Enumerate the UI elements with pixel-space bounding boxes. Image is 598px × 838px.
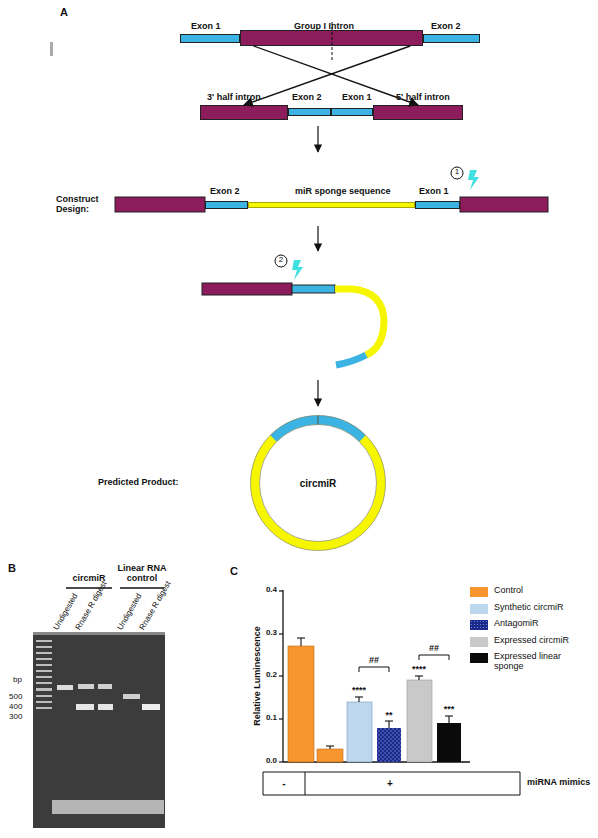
label-text: 300 [9,713,22,722]
label-text: **** [404,665,434,675]
sequence-bar: Exon 1 [180,34,240,43]
sequence-bar: Exon 2 [205,201,248,209]
node-label: Exon 2 [431,22,461,32]
label-text: 0.4 [247,586,277,595]
label-text: miRNA mimics [527,778,590,788]
sequence-bar: Exon 2 [288,108,331,116]
legend-text: Expressed circmiR [494,636,578,646]
label-text: A [60,6,68,18]
legend-text: AntagomiR [494,619,578,629]
label-text: 1 [451,168,463,177]
legend-swatch [470,637,488,647]
node-label: Exon 2 [292,93,322,103]
crossing-arrow [244,46,410,105]
label-text: C [230,565,238,577]
label-text: *** [434,705,464,715]
sequence-bar: Group I Intron [240,30,423,46]
label-text: B [8,562,16,574]
node-label: Exon 1 [342,93,372,103]
legend-text: Expressed linear sponge [494,652,578,672]
node-label: Exon 1 [191,22,221,32]
node-label: 5' half intron [396,93,450,103]
legend-swatch [470,653,488,663]
node-label: miR sponge sequence [295,187,391,197]
label-text: ** [374,711,404,721]
node-label: circmiR [300,478,337,489]
node-label: Group I Intron [294,22,354,32]
sequence-bar: Exon 1 [415,201,460,209]
label-text: Linear RNA control [112,564,172,584]
node-label: Exon 1 [419,187,449,197]
label-text: 2 [275,256,287,265]
crossing-arrow [254,46,418,105]
label-text: + [380,778,400,789]
sequence-bar: 5' half intron [373,105,463,120]
label-text: 400 [9,703,22,712]
sequence-bar: miR sponge sequence [248,202,415,208]
label-text: ## [419,644,449,654]
label-text: Predicted Product: [98,478,179,488]
sequence-bar: Exon 1 [331,108,373,116]
sequence-bar: 3' half intron [200,105,288,120]
node-label: Exon 2 [210,187,240,197]
label-text: 0.0 [247,757,277,766]
label-text: - [274,778,294,789]
legend-text: Synthetic circmiR [494,603,578,613]
legend-text: Control [494,586,578,596]
label-text: circmiR [59,574,119,584]
label-text: 500 [9,693,22,702]
label-text: **** [344,686,374,696]
label-text: ## [359,656,389,666]
legend-swatch [470,587,488,597]
label-text: Construct Design: [56,195,112,215]
sequence-bar: Exon 2 [423,34,480,43]
label-text: Relative Luminescence [253,626,263,726]
legend-swatch [470,620,488,630]
label-text: bp [13,676,22,685]
legend-swatch [470,604,488,614]
circle-node: circmiR [250,415,386,551]
node-label: 3' half intron [207,93,261,103]
